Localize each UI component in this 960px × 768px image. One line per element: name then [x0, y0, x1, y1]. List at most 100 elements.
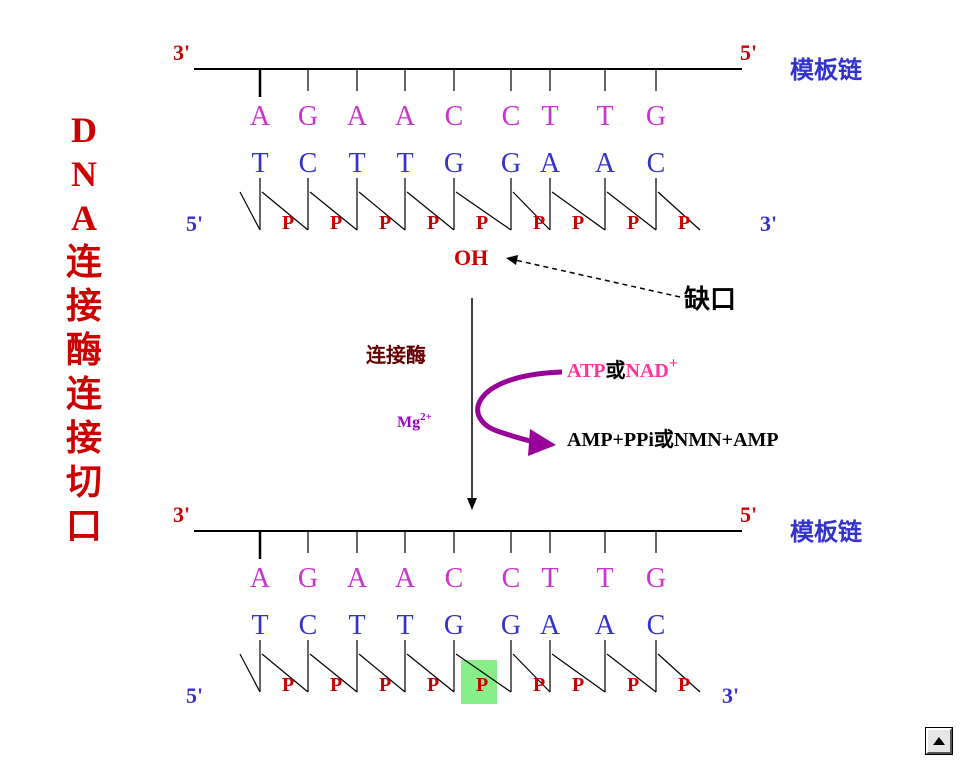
scroll-up-button[interactable] [925, 727, 953, 755]
template-base: C [445, 563, 464, 594]
template-base: G [646, 563, 666, 594]
backbone-link [512, 653, 551, 693]
side-title-char: A [71, 198, 97, 238]
phosphate-label: P [330, 212, 342, 234]
phosphate-label: P [476, 212, 488, 234]
lower-base: A [595, 610, 616, 641]
hydroxyl-label: OH [454, 245, 488, 270]
backbone-link [358, 191, 406, 231]
side-title-char: 接 [65, 418, 102, 458]
bottom-template-left-label: 3' [173, 502, 190, 527]
lower-base: C [647, 610, 666, 641]
sealed-phosphate-highlight [461, 660, 497, 704]
input-label: ATP或NAD+ [567, 355, 678, 382]
backbone-link [657, 653, 701, 693]
side-title-char: 酶 [65, 330, 102, 370]
reaction: 连接酶 Mg2+ ATP或NAD+ AMP+PPi或NMN+AMP [366, 298, 779, 510]
top-template-right-label: 5' [740, 40, 757, 65]
output-label: AMP+PPi或NMN+AMP [567, 427, 779, 451]
phosphate-label: P [282, 212, 294, 234]
phosphate-label: P [533, 212, 545, 234]
side-title-char: N [71, 154, 97, 194]
purple-curved-arrow [475, 369, 563, 445]
lower-base: C [299, 610, 318, 641]
side-title-char: 接 [65, 286, 102, 326]
top-template-left-label: 3' [173, 40, 190, 65]
backbone-link [358, 653, 406, 693]
side-title-char: 切 [65, 462, 102, 502]
lower-base: A [540, 148, 561, 179]
template-base: G [298, 563, 318, 594]
phosphate-label: P [627, 674, 639, 696]
reaction-arrowhead [467, 498, 477, 510]
lower-base: G [444, 610, 464, 641]
phosphate-label: P [627, 212, 639, 234]
backbone-link [551, 191, 606, 231]
template-base: C [445, 101, 464, 132]
phosphate-label: P [572, 212, 584, 234]
lower-base: A [540, 610, 561, 641]
template-base: T [596, 101, 613, 132]
lower-base: T [251, 610, 268, 641]
backbone-link [455, 653, 512, 693]
lower-base: C [299, 148, 318, 179]
template-base: T [596, 563, 613, 594]
backbone-link [239, 191, 261, 231]
template-base: A [395, 563, 416, 594]
bottom-template-chain-label: 模板链 [790, 518, 863, 546]
side-title-char: 口 [65, 506, 102, 546]
cofactor-base: Mg [397, 414, 420, 431]
backbone-link [657, 191, 701, 231]
top-template-ticks [258, 69, 657, 97]
nick-label: 缺口 [684, 285, 736, 314]
template-base: G [298, 101, 318, 132]
phosphate-label: P [427, 674, 439, 696]
purple-arrowhead [528, 429, 556, 456]
nick-pointer: 缺口 [506, 255, 736, 314]
input-or: 或 [606, 358, 626, 382]
bottom-template-right-label: 5' [740, 502, 757, 527]
phosphate-label: P [572, 674, 584, 696]
lower-base: A [595, 148, 616, 179]
top-lower-right-label: 3' [760, 211, 777, 236]
backbone-link [406, 653, 455, 693]
lower-base: G [501, 610, 521, 641]
backbone-link [406, 191, 455, 231]
phosphate-label: P [379, 674, 391, 696]
enzyme-label: 连接酶 [366, 343, 426, 367]
side-title-char: D [71, 110, 97, 150]
lower-base: T [396, 148, 413, 179]
phosphate-label: P [427, 212, 439, 234]
backbone-link [239, 653, 261, 693]
backbone-link [606, 191, 657, 231]
template-base: T [541, 563, 558, 594]
lower-base: T [396, 610, 413, 641]
top-template-chain-label: 模板链 [790, 56, 863, 84]
backbone-link [261, 191, 309, 231]
lower-base: C [647, 148, 666, 179]
nick-arrowhead [506, 255, 518, 265]
lower-base: T [348, 610, 365, 641]
template-base: C [502, 563, 521, 594]
backbone-link [551, 653, 606, 693]
input-nad: NAD [626, 360, 669, 382]
top-lower-left-label: 5' [186, 211, 203, 236]
input-nad-superscript: + [669, 355, 678, 372]
bottom-lower-right-label: 3' [722, 683, 739, 708]
template-base: C [502, 101, 521, 132]
lower-base: T [251, 148, 268, 179]
template-base: G [646, 101, 666, 132]
lower-base: G [501, 148, 521, 179]
backbone-link [309, 191, 358, 231]
template-base: A [250, 563, 271, 594]
phosphate-label: P [476, 674, 488, 696]
template-base: A [347, 101, 368, 132]
cofactor-superscript: 2+ [420, 411, 432, 423]
bottom-lower-backbone [239, 640, 701, 693]
